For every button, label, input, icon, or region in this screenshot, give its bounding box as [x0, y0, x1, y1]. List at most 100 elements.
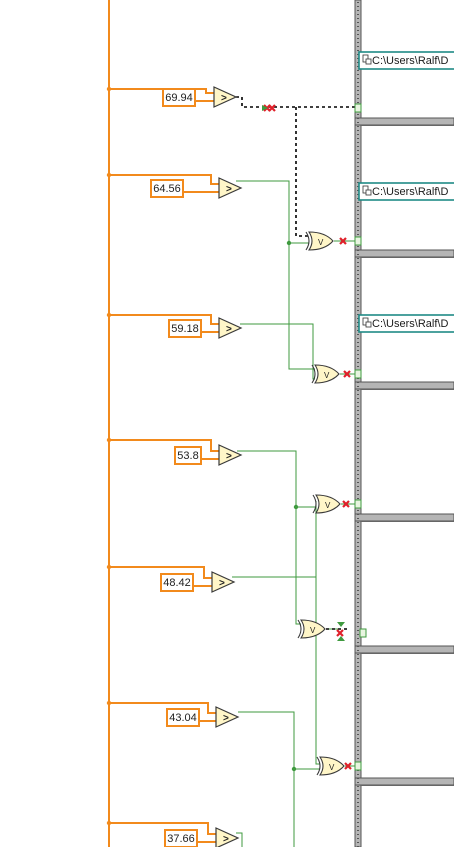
- case-frame-texture: [357, 494, 359, 495]
- case-frame-texture: [357, 518, 359, 519]
- numeric-wires: [106, 0, 219, 847]
- xor-back-curve: [305, 231, 310, 251]
- case-frame-shadow-2: [361, 257, 454, 258]
- error-x-strokes: [339, 237, 347, 245]
- wire-junction: [106, 700, 112, 706]
- greater-than-glyph: >: [219, 578, 225, 589]
- case-frame-texture: [357, 786, 359, 787]
- case-frame-border-3: [354, 381, 454, 390]
- broken-wire: [295, 107, 309, 237]
- case-frame-shadow-3: [361, 389, 454, 390]
- numeric-tap-wire: [109, 566, 212, 579]
- case-frame-border-4: [354, 513, 454, 522]
- case-frame-shadow-1: [361, 125, 454, 126]
- numeric-constant-5[interactable]: [160, 573, 194, 592]
- numeric-constant-1[interactable]: [162, 88, 196, 107]
- case-frame-texture: [357, 638, 359, 639]
- greater-than-icon[interactable]: >: [215, 827, 240, 847]
- xor-body: [313, 364, 340, 384]
- wire-junction: [106, 86, 112, 92]
- case-selector-icon[interactable]: [354, 499, 362, 509]
- case-frame-texture: [357, 758, 359, 759]
- numeric-constant-4[interactable]: [174, 446, 202, 465]
- greater-than-icon[interactable]: >: [218, 317, 243, 339]
- case-frame-texture: [357, 142, 359, 143]
- xor-back-curve: [312, 494, 317, 514]
- path-constant-3[interactable]: C:\Users\Ralf\D: [358, 314, 454, 333]
- case-frame-texture: [357, 830, 359, 831]
- case-frame-texture: [357, 134, 359, 135]
- case-selector-icon[interactable]: [354, 236, 362, 246]
- case-frame-texture: [357, 538, 359, 539]
- case-frame-texture: [357, 614, 359, 615]
- numeric-constant-7[interactable]: [164, 829, 198, 847]
- case-frame-texture: [357, 562, 359, 563]
- case-frame-texture: [357, 738, 359, 739]
- xor-icon[interactable]: V: [305, 231, 334, 251]
- path-constant-box: [358, 182, 454, 201]
- path-constant-label: C:\Users\Ralf\D: [372, 318, 448, 330]
- boolean-wire: [288, 243, 315, 370]
- path-constant-box: [358, 314, 454, 333]
- case-frame-texture: [357, 754, 359, 755]
- wire-junction: [106, 820, 112, 826]
- case-selector-icon[interactable]: [354, 369, 362, 379]
- error-x-strokes: [336, 629, 344, 637]
- numeric-constant-label-2: 64.56: [153, 183, 181, 195]
- greater-than-icon[interactable]: >: [218, 177, 243, 199]
- case-frame-texture: [357, 334, 359, 335]
- path-constant-2[interactable]: C:\Users\Ralf\D: [358, 182, 454, 201]
- case-frame-texture: [357, 338, 359, 339]
- wire-junction: [106, 172, 112, 178]
- path-icon-sheet-2: [365, 321, 372, 328]
- greater-than-glyph: >: [221, 93, 227, 104]
- numeric-constant-3[interactable]: [168, 319, 202, 338]
- case-frame-texture: [357, 174, 359, 175]
- case-frame-texture: [357, 430, 359, 431]
- xor-icon[interactable]: V: [311, 364, 340, 384]
- case-frame-texture: [357, 558, 359, 559]
- greater-than-icon[interactable]: >: [213, 86, 238, 108]
- broken-wire-x-icon: [268, 104, 276, 112]
- case-frame-texture: [357, 654, 359, 655]
- case-frame-texture: [357, 254, 359, 255]
- numeric-constant-label-4: 53.8: [177, 450, 198, 462]
- case-frame-texture: [357, 318, 359, 319]
- case-frame-border-6: [354, 777, 454, 786]
- xor-icon[interactable]: V: [312, 494, 341, 514]
- case-selector-icon[interactable]: [354, 103, 362, 113]
- case-frame-texture: [357, 2, 359, 3]
- xor-icon[interactable]: V: [297, 619, 326, 639]
- case-frame-texture: [357, 822, 359, 823]
- case-frame-texture: [357, 610, 359, 611]
- case-frame-texture: [357, 650, 359, 651]
- case-frame-texture: [357, 194, 359, 195]
- case-frame-texture: [357, 450, 359, 451]
- case-frame-texture: [357, 690, 359, 691]
- greater-than-icon[interactable]: >: [218, 444, 243, 466]
- case-frame-texture: [357, 214, 359, 215]
- diagram-nodes: 69.94>64.56>59.18>53.8>48.42>43.04>37.66…: [150, 86, 367, 847]
- greater-than-triangle: [213, 86, 238, 108]
- greater-than-icon[interactable]: >: [211, 571, 236, 593]
- greater-than-icon[interactable]: >: [215, 706, 240, 728]
- xor-icon[interactable]: V: [316, 756, 345, 776]
- numeric-constant-6[interactable]: [166, 708, 200, 727]
- path-constant-1[interactable]: C:\Users\Ralf\D: [358, 51, 454, 70]
- case-frame-texture: [357, 26, 359, 27]
- case-selector-icon[interactable]: [354, 761, 362, 771]
- case-frame-texture: [357, 98, 359, 99]
- case-frame-texture: [357, 50, 359, 51]
- case-frame-texture: [357, 774, 359, 775]
- greater-than-glyph: >: [223, 713, 229, 724]
- wire-junction: [293, 504, 299, 510]
- path-constant-icon: [362, 317, 372, 328]
- case-frame-texture: [357, 282, 359, 283]
- numeric-constant-2[interactable]: [150, 179, 184, 198]
- case-frame-texture: [357, 30, 359, 31]
- case-frame-texture: [357, 226, 359, 227]
- path-icon-sheet: [362, 185, 369, 194]
- case-frame-texture: [357, 842, 359, 843]
- case-frame-texture: [357, 686, 359, 687]
- case-selector-icon[interactable]: [359, 628, 367, 638]
